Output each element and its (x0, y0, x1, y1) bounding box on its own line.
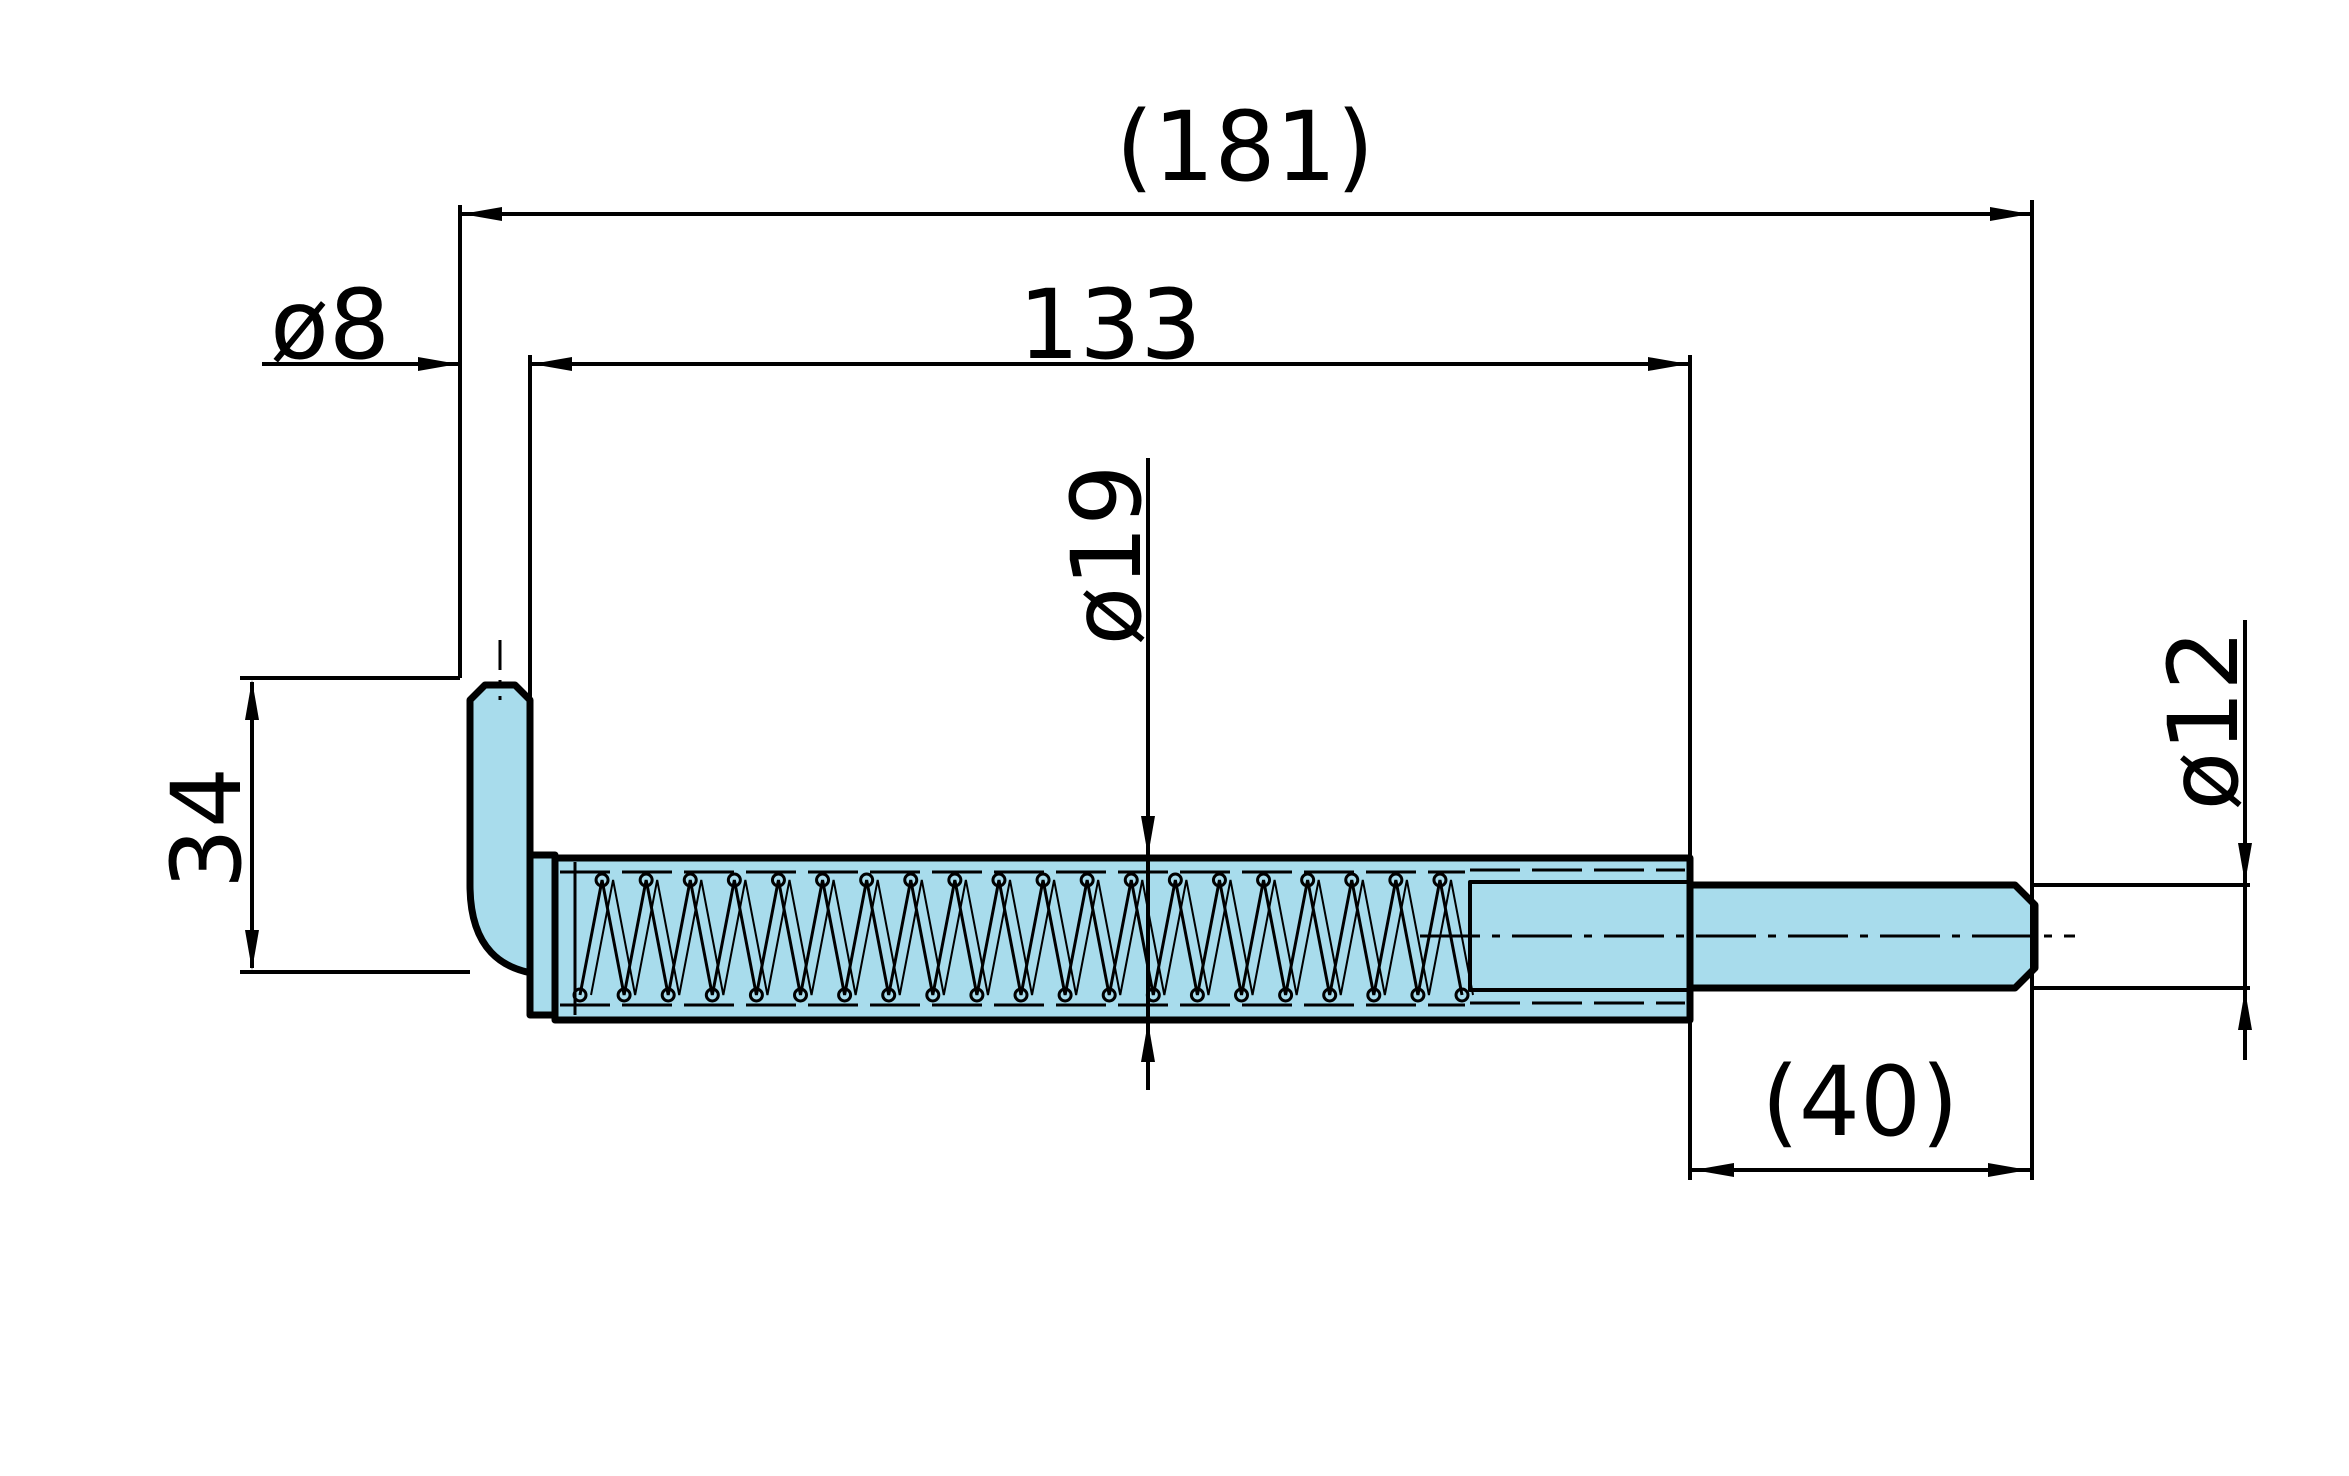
spring-coil-end (1256, 872, 1272, 888)
arrowheads (245, 207, 2252, 1177)
spring-coil-end (1278, 987, 1294, 1003)
spring-coil-end (1211, 872, 1227, 888)
spring-coil-end (837, 987, 853, 1003)
spring-coil-path (578, 879, 1464, 996)
flange-plate (526, 851, 559, 1019)
spring-coil-end (1057, 987, 1073, 1003)
spring-coil-end (770, 872, 786, 888)
spring-coil-end (947, 872, 963, 888)
compression-spring (572, 872, 1475, 1003)
spring-coil-end (572, 987, 588, 1003)
dim-body-diameter: ø19 (1051, 465, 1163, 646)
spring-coil-end (1013, 987, 1029, 1003)
spring-coil-end (925, 987, 941, 1003)
spring-coil-end (859, 872, 875, 888)
spring-coil-end (1123, 872, 1139, 888)
spring-coil-end (1101, 987, 1117, 1003)
dim-tip-diameter: ø12 (2148, 630, 2260, 811)
dimension-lines (240, 200, 2250, 1180)
spring-coil-end (1454, 987, 1470, 1003)
spring-coil-end (815, 872, 831, 888)
spring-coil-end (793, 987, 808, 1003)
dim-pin-diameter: ø8 (270, 269, 390, 381)
spring-coil-end (1300, 872, 1316, 888)
spring-coil-end (991, 872, 1007, 888)
dim-tip-length: (40) (1761, 1046, 1958, 1158)
dim-handle-height: 34 (151, 767, 263, 889)
spring-coil-end (1410, 987, 1426, 1003)
body-hidden-lines (560, 862, 1685, 1015)
center-lines (498, 640, 2075, 938)
spring-coil-end (1388, 872, 1404, 888)
spring-coil-back-path (590, 879, 1475, 996)
spring-coil-end (748, 987, 764, 1003)
spring-coil-end (903, 872, 919, 888)
spring-coil-end (1432, 872, 1448, 888)
spring-coil-end (616, 987, 632, 1003)
dim-body-length: 133 (1018, 269, 1201, 381)
spring-coil-end (1079, 872, 1095, 888)
spring-coil-end (594, 872, 610, 888)
spring-coil-end (881, 987, 897, 1003)
spring-coil-end (682, 872, 698, 888)
spring-coil-end (1344, 872, 1360, 888)
spring-coil-end (1035, 872, 1051, 888)
spring-coil-end (1167, 872, 1183, 888)
spring-coil-end (1189, 987, 1205, 1003)
spring-coil-end (704, 987, 720, 1003)
spring-coil-end (660, 987, 676, 1003)
part-body (466, 681, 2039, 1024)
spring-coil-end (1234, 987, 1249, 1003)
spring-coil-end (1366, 987, 1382, 1003)
spring-coil-end (638, 872, 654, 888)
spring-coil-end (726, 872, 742, 888)
spring-coil-end (969, 987, 985, 1003)
spring-coil-end (1322, 987, 1338, 1003)
dim-overall-length: (181) (1116, 91, 1374, 203)
